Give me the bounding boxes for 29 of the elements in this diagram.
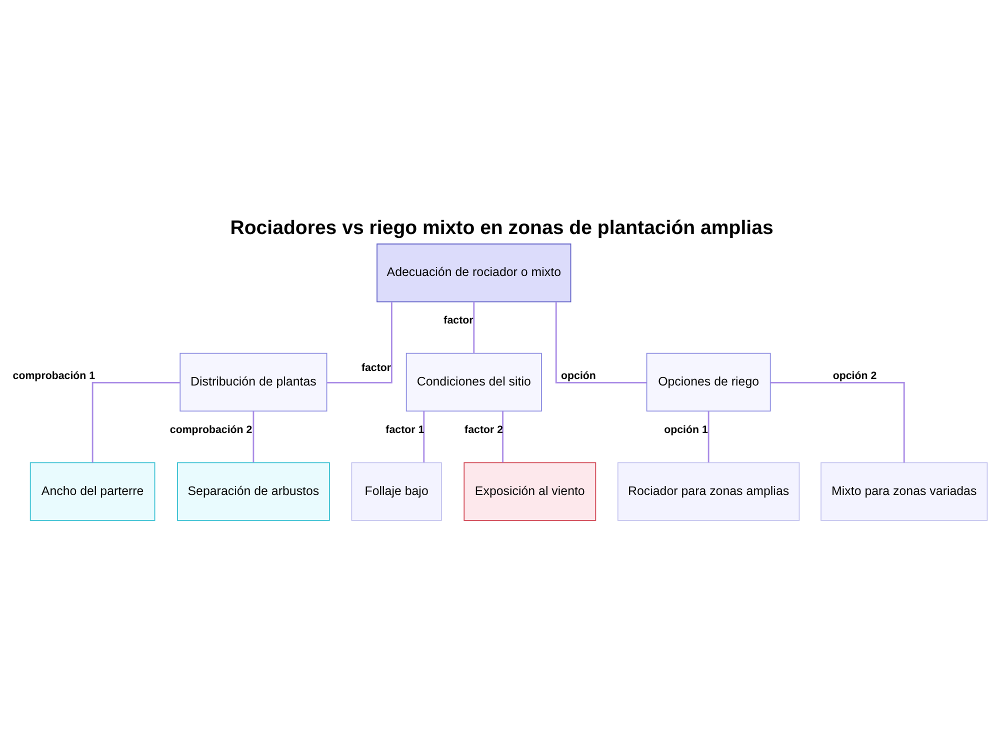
node-box: Rociador para zonas amplias	[617, 462, 800, 520]
edge-label: opción 2	[832, 369, 877, 382]
node-box: Exposición al viento	[464, 462, 596, 520]
edge-label: opción	[561, 369, 596, 382]
edge-label: factor	[444, 314, 474, 326]
node-box: Ancho del parterre	[30, 462, 156, 520]
edge-label: comprobación 1	[12, 369, 96, 382]
edge-label: factor 2	[464, 423, 504, 436]
node-box: Separación de arbustos	[177, 462, 330, 520]
connector	[252, 410, 254, 462]
connector	[473, 301, 475, 353]
node-box: Distribución de plantas	[180, 352, 328, 412]
edge-label: factor 1	[386, 423, 424, 436]
node-box: Opciones de riego	[646, 352, 771, 412]
node-box: Follaje bajo	[351, 462, 442, 520]
diagram-title: Rociadores vs riego mixto en zonas de plantación amplias	[230, 216, 774, 238]
node-box: Mixto para zonas variadas	[820, 462, 988, 520]
edge-label: opción 1	[664, 423, 708, 436]
node-box: Condiciones del sitio	[406, 352, 542, 412]
connector	[92, 381, 180, 462]
connector	[423, 410, 425, 462]
connector	[502, 410, 504, 462]
connector	[555, 302, 647, 383]
connector	[708, 410, 710, 462]
connector	[770, 381, 905, 462]
edge-label: comprobación 2	[170, 423, 252, 436]
edge-label: factor	[361, 361, 392, 374]
node-box: Adecuación de rociador o mixto	[376, 243, 572, 302]
connector	[327, 302, 392, 383]
